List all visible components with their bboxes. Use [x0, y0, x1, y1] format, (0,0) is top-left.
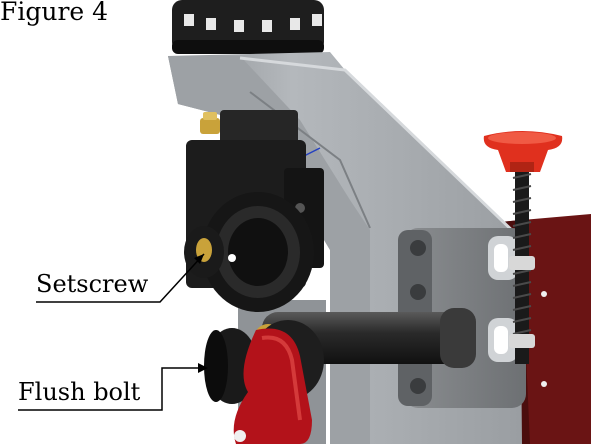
- threaded-rod-icon: [509, 168, 535, 364]
- figure-caption: Figure 4: [0, 0, 109, 26]
- flush-bolt-leader: [18, 363, 208, 411]
- red-star-knob-icon: [483, 131, 563, 172]
- setscrew-label: Setscrew: [36, 270, 149, 298]
- flush-bolt-label: Flush bolt: [18, 378, 141, 406]
- red-lever-icon: [233, 328, 312, 444]
- top-flange: [172, 0, 324, 54]
- setscrew-leader: [36, 253, 205, 303]
- top-brass-screw: [200, 112, 220, 134]
- pulley-wheel-icon: [184, 192, 314, 312]
